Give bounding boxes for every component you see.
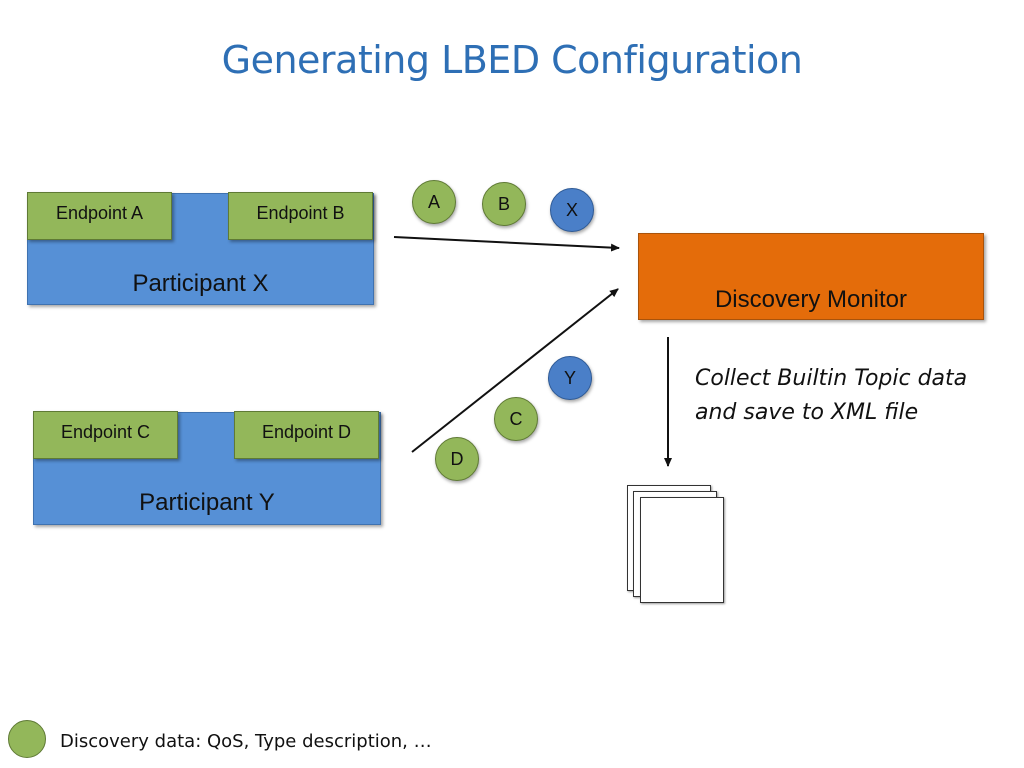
collect-note-line-2: and save to XML file bbox=[695, 400, 919, 425]
legend-discovery-data-text: Discovery data: QoS, Type description, … bbox=[60, 731, 432, 752]
xml-file-page-front bbox=[640, 497, 724, 603]
token-y: Y bbox=[548, 356, 592, 400]
arrow-participant-y-to-monitor bbox=[411, 288, 619, 453]
token-c: C bbox=[494, 397, 538, 441]
collect-note: Collect Builtin Topic data and save to X… bbox=[695, 362, 967, 430]
slide-title: Generating LBED Configuration bbox=[221, 38, 803, 82]
token-d: D bbox=[435, 437, 479, 481]
participant-x-label: Participant X bbox=[132, 270, 269, 297]
token-x: X bbox=[550, 188, 594, 232]
endpoint-d: Endpoint D bbox=[234, 411, 379, 459]
legend-discovery-data-icon bbox=[8, 720, 46, 758]
participant-y-label: Participant Y bbox=[139, 489, 275, 516]
endpoint-a: Endpoint A bbox=[27, 192, 172, 240]
token-a: A bbox=[412, 180, 456, 224]
arrow-participant-x-to-monitor bbox=[393, 236, 620, 252]
collect-note-line-1: Collect Builtin Topic data bbox=[695, 366, 968, 391]
discovery-monitor-label: Discovery Monitor bbox=[714, 286, 908, 313]
endpoint-c: Endpoint C bbox=[33, 411, 178, 459]
token-b: B bbox=[482, 182, 526, 226]
discovery-monitor-box: Discovery Monitor bbox=[638, 233, 984, 320]
endpoint-b: Endpoint B bbox=[228, 192, 373, 240]
